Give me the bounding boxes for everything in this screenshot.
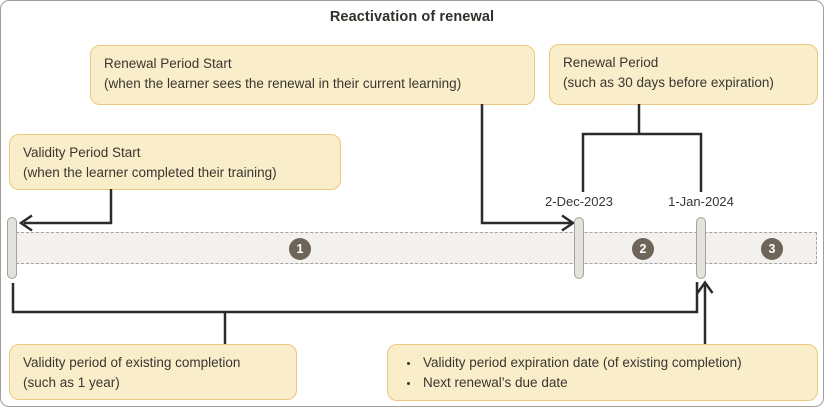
- callout-renewal-period: Renewal Period (such as 30 days before e…: [549, 44, 818, 105]
- timeline-marker-validity-start: [7, 217, 17, 279]
- arrowhead-left-icon: [18, 214, 33, 232]
- callout-expiration-notes: Validity period expiration date (of exis…: [387, 344, 818, 401]
- callout-validity-existing-completion: Validity period of existing completion (…: [9, 344, 297, 400]
- callout-line-2: (when the learner completed their traini…: [23, 165, 277, 180]
- callout-line-2: (such as 30 days before expiration): [563, 75, 774, 90]
- callout-renewal-period-start: Renewal Period Start (when the learner s…: [90, 45, 535, 105]
- callout-line-1: Renewal Period: [563, 55, 659, 70]
- callout-line-1: Validity Period Start: [23, 145, 141, 160]
- timeline-band: [11, 232, 817, 264]
- arrowhead-up-icon: [696, 280, 714, 294]
- callout-validity-period-start: Validity Period Start (when the learner …: [9, 134, 341, 190]
- connector-validity-period-start: [24, 189, 113, 225]
- bracket-validity-period: [11, 282, 699, 344]
- expiration-notes-list: Validity period expiration date (of exis…: [398, 353, 804, 393]
- date-label-renewal-start: 2-Dec-2023: [545, 194, 613, 209]
- arrowhead-right-icon: [561, 214, 576, 232]
- date-label-expiration: 1-Jan-2024: [668, 194, 734, 209]
- phase-badge-3: 3: [761, 238, 783, 260]
- timeline-marker-expiration: [696, 217, 706, 279]
- bracket-renewal-period: [581, 104, 703, 192]
- timeline-marker-renewal-start: [574, 217, 584, 279]
- list-item: Validity period expiration date (of exis…: [420, 353, 804, 373]
- callout-line-1: Renewal Period Start: [104, 56, 232, 71]
- diagram-title: Reactivation of renewal: [329, 9, 495, 25]
- callout-line-2: (such as 1 year): [23, 375, 120, 390]
- phase-badge-2: 2: [632, 238, 654, 260]
- callout-line-1: Validity period of existing completion: [23, 355, 241, 370]
- list-item: Next renewal’s due date: [420, 373, 804, 393]
- phase-badge-1: 1: [289, 238, 311, 260]
- callout-line-2: (when the learner sees the renewal in th…: [104, 76, 462, 91]
